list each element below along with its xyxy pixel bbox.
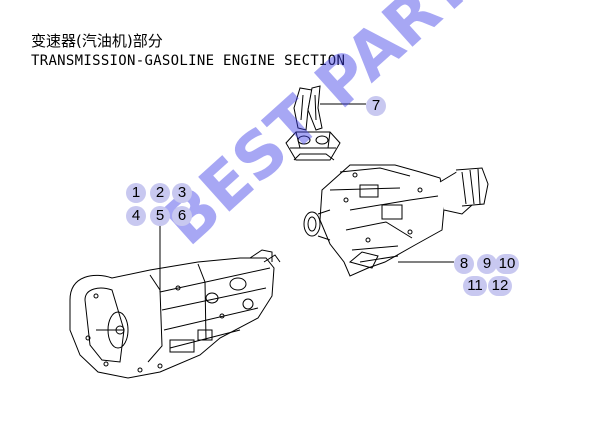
callout-3[interactable]: 3: [172, 183, 192, 203]
callout-8[interactable]: 8: [454, 254, 474, 274]
callout-2[interactable]: 2: [150, 183, 170, 203]
callout-9[interactable]: 9: [477, 254, 497, 274]
callout-12[interactable]: 12: [488, 276, 512, 296]
transfer-case: [303, 164, 489, 277]
callout-7[interactable]: 7: [366, 96, 386, 116]
diagram-title-chinese: 变速器(汽油机)部分: [31, 32, 163, 50]
callout-4[interactable]: 4: [126, 206, 146, 226]
callout-10[interactable]: 10: [495, 254, 519, 274]
callout-6[interactable]: 6: [172, 206, 192, 226]
callout-11[interactable]: 11: [463, 276, 487, 296]
callout-5[interactable]: 5: [150, 206, 170, 226]
shift-lever-assembly: [285, 85, 341, 161]
main-transmission: [69, 249, 281, 379]
diagram-title-english: TRANSMISSION-GASOLINE ENGINE SECTION: [31, 53, 346, 69]
callout-1[interactable]: 1: [126, 183, 146, 203]
